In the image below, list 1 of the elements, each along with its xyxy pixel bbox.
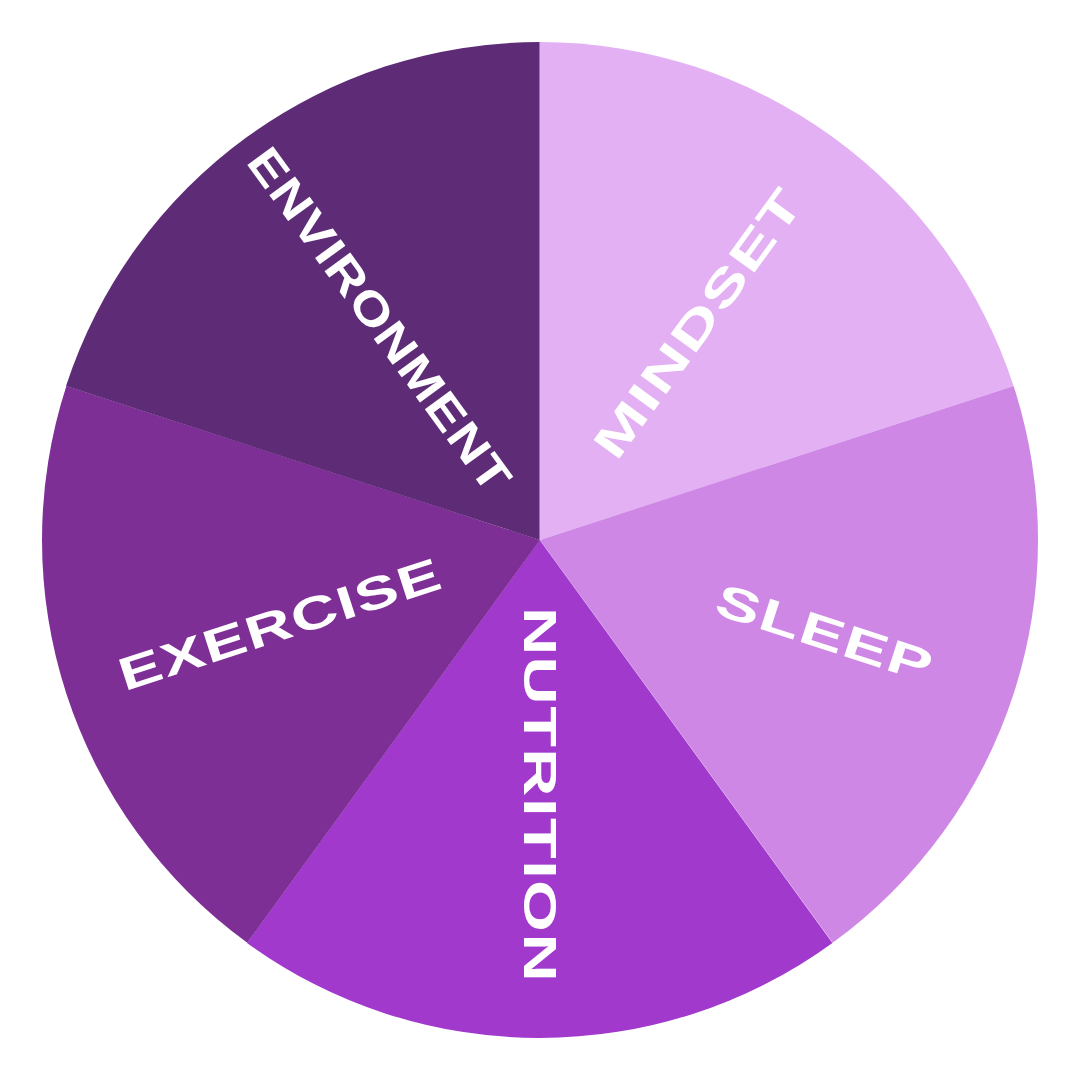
segment-label: NUTRITION [517, 606, 563, 984]
